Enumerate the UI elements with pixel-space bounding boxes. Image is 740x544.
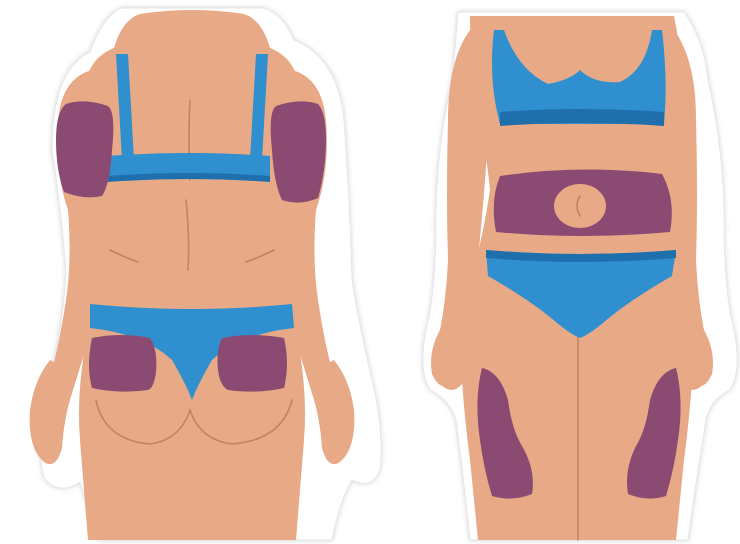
back-torso xyxy=(79,10,305,540)
site-back-upper-arm-right xyxy=(271,101,326,202)
site-buttock-left xyxy=(89,335,156,392)
site-buttock-right xyxy=(218,335,288,392)
front-view-figure xyxy=(423,12,737,540)
back-view-figure xyxy=(30,8,381,540)
navel-ring xyxy=(554,184,606,228)
site-back-upper-arm-left xyxy=(56,101,113,197)
